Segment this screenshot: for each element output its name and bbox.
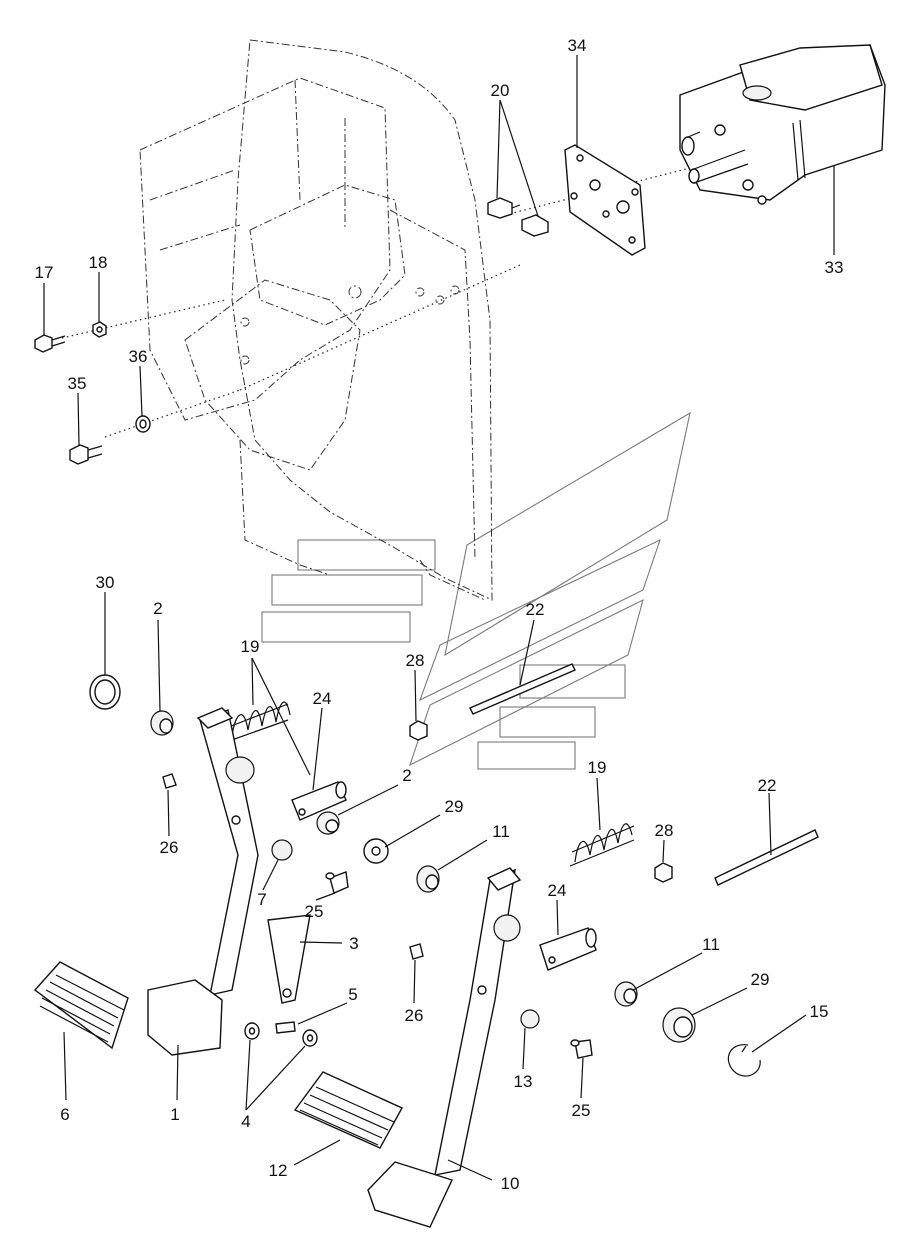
pedal-bracket-outline <box>139 39 493 601</box>
label-35: 35 <box>68 374 87 393</box>
washer-4b <box>302 1029 318 1047</box>
label-36: 36 <box>129 347 148 366</box>
label-26: 26 <box>160 838 179 857</box>
pedal-pad-6 <box>33 961 129 1050</box>
bushing-2a <box>150 710 174 736</box>
bushing-11b <box>614 981 638 1007</box>
label-2: 2 <box>402 766 411 785</box>
spring-19b <box>569 823 635 867</box>
label-34: 34 <box>568 36 587 55</box>
snap-ring-15 <box>727 1044 761 1077</box>
label-2: 2 <box>153 599 162 618</box>
rod-22b <box>714 829 819 886</box>
clevis-24a <box>291 781 347 821</box>
washer-18 <box>92 321 107 338</box>
pin-5 <box>275 1021 296 1034</box>
label-3: 3 <box>349 934 358 953</box>
bushing-7 <box>271 839 293 861</box>
label-10: 10 <box>501 1174 520 1193</box>
bolt-35 <box>69 444 103 465</box>
label-13: 13 <box>514 1072 533 1091</box>
washer-29a <box>363 838 389 864</box>
pin-25b <box>570 1039 593 1059</box>
label-22: 22 <box>758 776 777 795</box>
callout-labels: 1 2 2 3 4 5 6 7 10 11 11 12 13 15 17 18 … <box>35 36 844 1193</box>
washer-29b <box>662 1007 696 1043</box>
leader-lines <box>43 55 835 1181</box>
fittings-20 <box>487 197 549 237</box>
label-17: 17 <box>35 263 54 282</box>
label-29: 29 <box>445 797 464 816</box>
bushing-11a <box>416 865 440 893</box>
bolt-17 <box>34 334 66 353</box>
clip-26b <box>409 943 424 960</box>
pedal-1 <box>147 707 259 1056</box>
label-20: 20 <box>491 81 510 100</box>
pin-25a <box>325 871 349 894</box>
ring-30 <box>89 674 121 710</box>
rod-22a <box>469 663 576 715</box>
valve-33 <box>679 44 886 205</box>
label-6: 6 <box>60 1105 69 1124</box>
label-18: 18 <box>89 253 108 272</box>
label-29: 29 <box>751 970 770 989</box>
pedal-10 <box>367 867 522 1228</box>
label-25: 25 <box>572 1101 591 1120</box>
nut-28b <box>654 862 673 883</box>
label-7: 7 <box>257 890 266 909</box>
label-12: 12 <box>269 1161 288 1180</box>
clevis-24b <box>539 927 597 971</box>
label-33: 33 <box>825 258 844 277</box>
label-25: 25 <box>305 902 324 921</box>
bushing-2b <box>316 811 340 835</box>
label-28: 28 <box>406 651 425 670</box>
label-4: 4 <box>241 1112 250 1131</box>
label-26: 26 <box>405 1006 424 1025</box>
label-19: 19 <box>241 637 260 656</box>
label-28: 28 <box>655 821 674 840</box>
gasket-34 <box>564 144 646 256</box>
bushing-13 <box>520 1009 540 1029</box>
label-30: 30 <box>96 573 115 592</box>
label-5: 5 <box>348 985 357 1004</box>
pedal-pad-12 <box>293 1071 403 1149</box>
label-24: 24 <box>548 881 567 900</box>
washer-4a <box>244 1022 260 1040</box>
label-11: 11 <box>702 935 720 954</box>
label-22: 22 <box>526 600 545 619</box>
clip-26a <box>162 773 177 789</box>
nut-28a <box>409 720 428 741</box>
label-24: 24 <box>313 689 332 708</box>
label-15: 15 <box>810 1002 829 1021</box>
label-1: 1 <box>170 1105 179 1124</box>
washer-36 <box>135 415 151 433</box>
label-19: 19 <box>588 758 607 777</box>
spring-19a <box>225 701 291 743</box>
watermark-logo <box>261 411 691 770</box>
bracket-3 <box>267 914 311 1004</box>
label-11: 11 <box>492 822 510 841</box>
